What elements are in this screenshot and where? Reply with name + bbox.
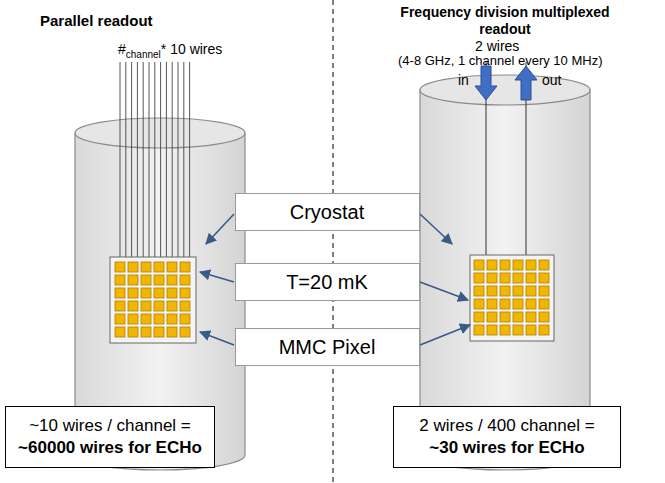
leader-arrow: [200, 214, 470, 345]
callout-box: MMC Pixel: [235, 328, 420, 366]
box-text: 2 wires / 400 channel =: [419, 415, 594, 437]
callout-box: T=20 mK: [235, 263, 420, 301]
mmc-pixel-array: [470, 255, 554, 341]
signal-label: in: [458, 72, 469, 89]
box-text: ~60000 wires for ECHo: [18, 437, 202, 459]
divider-line: [332, 0, 334, 483]
column-heading: Parallel readout: [40, 12, 240, 30]
wire-count-label: #channel* 10 wires: [118, 40, 222, 61]
wire-count-label: * 10 wires: [161, 41, 222, 57]
box-text: ~10 wires / channel =: [29, 415, 191, 437]
wire-count-label: 2 wires: [475, 38, 519, 55]
box-text: Cryostat: [290, 199, 364, 225]
box-text: ~30 wires for ECHo: [429, 437, 584, 459]
box-text: T=20 mK: [286, 269, 368, 295]
summary-box: 2 wires / 400 channel =~30 wires for ECH…: [393, 406, 621, 468]
wire-bundle: [120, 62, 190, 257]
box-text: MMC Pixel: [279, 334, 376, 360]
mmc-pixel-array: [110, 257, 196, 343]
signal-label: out: [542, 72, 561, 89]
column-heading: Frequency division multiplexed readout: [400, 4, 610, 38]
summary-box: ~10 wires / channel =~60000 wires for EC…: [5, 406, 215, 468]
callout-box: Cryostat: [235, 193, 420, 231]
signal-arrow: [475, 66, 537, 100]
wire-count-label: #: [118, 41, 126, 57]
frequency-note: (4-8 GHz, 1 channel every 10 MHz): [398, 53, 602, 69]
wire-count-label: channel: [126, 49, 161, 60]
